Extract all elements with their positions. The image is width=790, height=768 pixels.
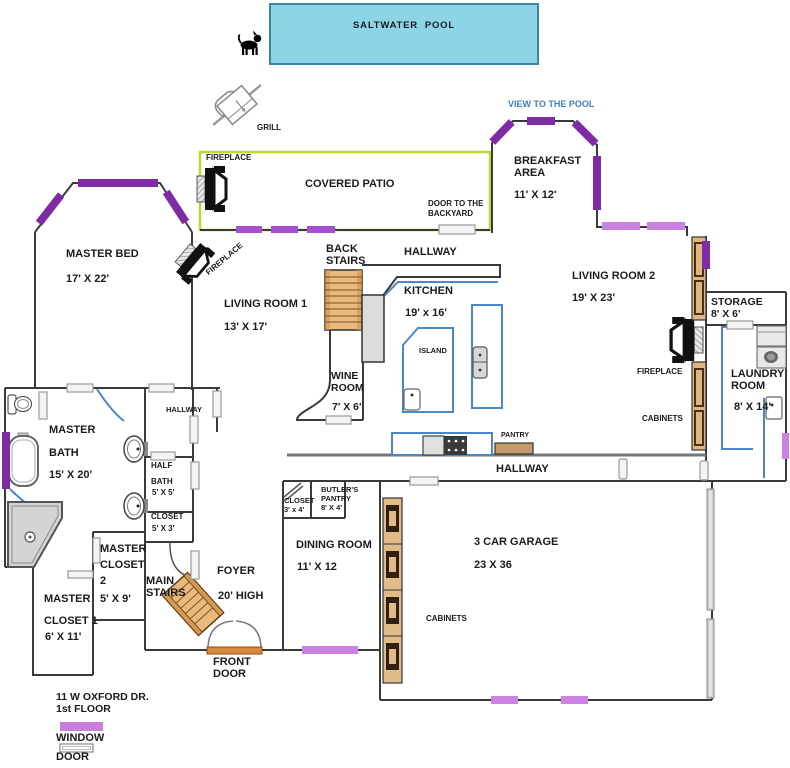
main-stairs-label: MAIN STAIRS — [146, 575, 186, 599]
windows-dark — [2, 117, 710, 489]
closet-entry-label: CLOSET 3' x 4' — [284, 496, 315, 514]
pool-label: SALTWATER POOL — [353, 20, 455, 31]
island-sink-icon — [403, 388, 421, 411]
island-label: ISLAND — [419, 346, 447, 355]
half-bath-dims: 5' X 5' — [152, 488, 175, 497]
address-label: 11 W OXFORD DR. 1st FLOOR — [56, 691, 149, 715]
front-door-icon — [206, 646, 263, 655]
back-stairs-label: BACK STAIRS — [326, 243, 366, 267]
pool-shape — [269, 3, 539, 65]
windows-mid — [236, 226, 335, 233]
patio-fireplace-label: FIREPLACE — [206, 153, 252, 162]
breakfast-area-label: BREAKFAST AREA — [514, 155, 582, 179]
pantry-label: PANTRY — [501, 432, 529, 439]
master-bath-label: MASTER BATH 15' X 20' — [49, 424, 96, 481]
storage-label: STORAGE 8' X 6' — [711, 296, 763, 320]
living2-cabinets-label: CABINETS — [642, 414, 683, 423]
fireplace-icon — [669, 317, 704, 363]
covered-patio-label: COVERED PATIO — [305, 178, 395, 190]
front-door-label: FRONT DOOR — [213, 656, 251, 680]
wine-room-label: WINE ROOM — [331, 370, 364, 394]
kitchen-label: KITCHEN — [404, 285, 453, 297]
vanity-sink-icon — [123, 492, 148, 520]
dryer-icon — [756, 346, 787, 369]
breakfast-dims: 11' X 12' — [514, 189, 557, 201]
master-closet1-label: MASTER CLOSET 1 — [44, 593, 98, 627]
garage-cabinets-label: CABINETS — [426, 614, 467, 623]
bathtub-icon — [8, 432, 39, 487]
butlers-pantry-label: BUTLER'S PANTRY 8' X 4' — [321, 485, 359, 512]
doors — [38, 224, 754, 580]
view-to-pool-label: VIEW TO THE POOL — [508, 99, 595, 109]
toilet-icon — [7, 394, 33, 415]
hallway-main-label: HALLWAY — [496, 463, 549, 475]
fridge-icon — [361, 294, 385, 363]
back-stairs-icon — [324, 269, 363, 331]
master-bed-label: MASTER BED — [66, 248, 139, 260]
legend-door-swatch — [59, 743, 94, 753]
grill-label: GRILL — [257, 123, 281, 132]
laundry-sink-icon — [765, 396, 783, 420]
living2-label: LIVING ROOM 2 — [572, 270, 656, 282]
hallway-upper-label: HALLWAY — [404, 246, 457, 258]
vanity-sink-icon — [123, 435, 148, 463]
foyer-height-label: 20' HIGH — [218, 590, 264, 602]
master-closet1-dims: 6' X 11' — [45, 631, 82, 643]
master-closet2-dims: 5' X 9' — [100, 593, 131, 605]
dog-icon — [237, 30, 262, 55]
counter-sink-icon — [472, 346, 488, 379]
laundry-label: LAUNDRY ROOM — [731, 368, 785, 392]
foyer-label: FOYER — [217, 565, 255, 577]
dining-dims: 11' X 12 — [297, 561, 337, 573]
living1-label: LIVING ROOM 1 — [224, 298, 308, 310]
garage-dims: 23 X 36 — [474, 559, 512, 571]
backyard-door-label: DOOR TO THE BACKYARD — [428, 199, 484, 218]
pantry-shelf — [494, 442, 534, 455]
living1-dims: 13' X 17' — [224, 321, 268, 333]
wine-room-dims: 7' X 6' — [332, 401, 362, 413]
washer-icon — [756, 325, 787, 347]
legend-door-label: DOOR — [56, 751, 89, 763]
master-closet2-label: MASTER CLOSET 2 — [100, 543, 147, 587]
counters — [9, 281, 765, 508]
fireplace-icon — [196, 166, 228, 212]
covered-patio-outline — [198, 150, 492, 232]
shower-icon — [7, 501, 63, 568]
windows-light — [302, 222, 789, 704]
garage-door-icon — [706, 488, 715, 699]
laundry-dims: 8' X 14' — [734, 401, 772, 413]
grill-icon — [212, 84, 262, 126]
living2-fireplace-label: FIREPLACE — [637, 367, 683, 376]
legend-window-label: WINDOW — [56, 732, 105, 744]
main-stairs-icon — [161, 571, 225, 637]
hallway-bath-label: HALLWAY — [166, 405, 202, 414]
stove-icon — [422, 435, 467, 456]
cabinets-garage — [382, 497, 403, 684]
dining-label: DINING ROOM — [296, 539, 372, 551]
fireplace-icon — [174, 243, 216, 285]
closet-hall-label: CLOSET — [151, 512, 184, 521]
closet-hall-dims: 5' X 3' — [152, 524, 175, 533]
legend-window-swatch — [60, 722, 103, 731]
kitchen-dims: 19' x 16' — [405, 307, 447, 319]
master-bed-dims: 17' X 22' — [66, 273, 110, 285]
garage-label: 3 CAR GARAGE — [474, 536, 559, 548]
half-bath-label: HALF BATH — [151, 461, 173, 486]
living2-dims: 19' X 23' — [572, 292, 616, 304]
